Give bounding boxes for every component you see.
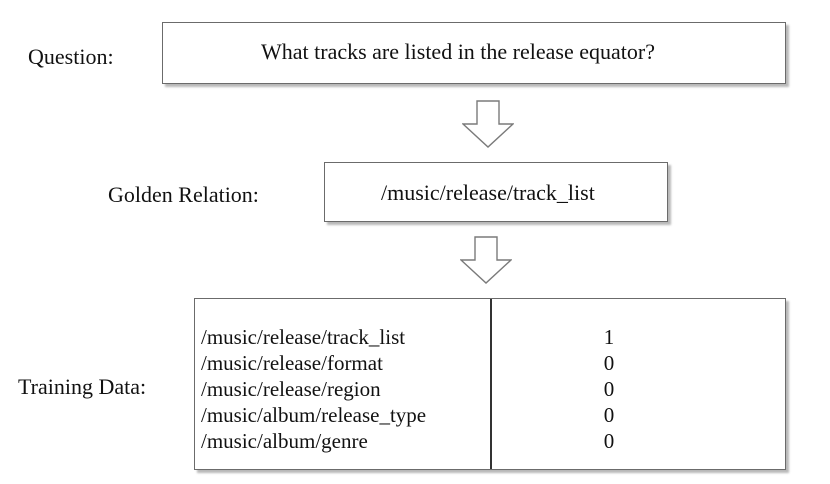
score-cell: 0: [603, 429, 615, 453]
question-box: What tracks are listed in the release eq…: [162, 22, 786, 84]
score-column: 1 0 0 0 0: [589, 324, 629, 454]
score-cell: 0: [603, 403, 615, 427]
column-divider: [490, 299, 492, 469]
relation-cell: /music/release/region: [201, 377, 381, 401]
training-data-table: /music/release/track_list /music/release…: [194, 298, 786, 470]
score-cell: 0: [603, 377, 615, 401]
relation-column: /music/release/track_list /music/release…: [201, 324, 426, 454]
golden-relation-text: /music/release/track_list: [381, 180, 595, 205]
question-text: What tracks are listed in the release eq…: [261, 39, 655, 64]
relation-cell: /music/release/track_list: [201, 325, 406, 349]
training-data-label: Training Data:: [18, 374, 147, 399]
down-arrow-icon: [462, 100, 514, 148]
golden-relation-label: Golden Relation:: [108, 182, 259, 207]
golden-relation-box: /music/release/track_list: [324, 162, 668, 222]
score-cell: 0: [603, 351, 615, 375]
question-label: Question:: [28, 44, 114, 69]
relation-cell: /music/album/release_type: [201, 403, 427, 427]
relation-cell: /music/album/genre: [201, 429, 368, 453]
down-arrow-icon: [460, 236, 512, 284]
score-cell: 1: [603, 325, 615, 349]
relation-cell: /music/release/format: [201, 351, 383, 375]
